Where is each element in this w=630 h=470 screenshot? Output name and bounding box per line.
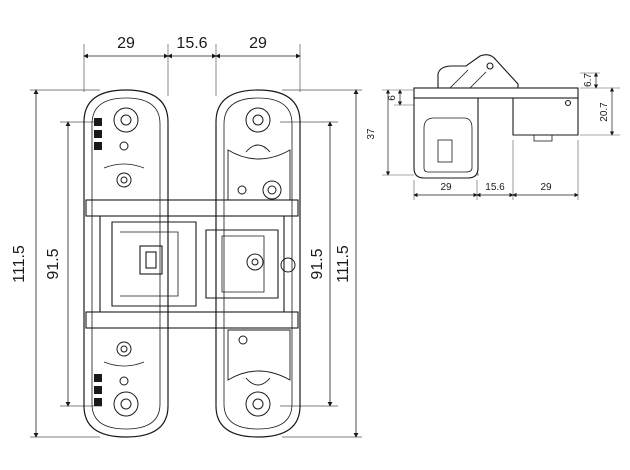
dim-side-bottom-center: 15.6 — [485, 182, 505, 193]
top-extension-lines — [83, 44, 301, 96]
side-view — [382, 54, 620, 200]
dim-side-right-top: 6.7 — [583, 73, 594, 87]
dim-side-bottom-right: 29 — [540, 182, 552, 193]
dim-height-right-inner: 91.5 — [309, 248, 326, 279]
dim-top-left: 29 — [117, 35, 135, 52]
right-body-details — [227, 144, 291, 386]
adjustment-screws — [103, 163, 296, 367]
side-dimension-lines — [385, 72, 615, 198]
dim-height-left-inner: 91.5 — [45, 248, 62, 279]
dim-side-bottom-left: 29 — [440, 182, 452, 193]
front-view — [30, 44, 362, 438]
dim-height-right-outer: 111.5 — [335, 245, 352, 283]
dim-side-left-height: 37 — [366, 128, 377, 140]
side-extension-lines — [382, 72, 620, 200]
side-pivot-arm — [437, 54, 519, 88]
dim-top-center: 15.6 — [176, 35, 207, 52]
left-hinge-body — [83, 89, 169, 438]
dim-top-right: 29 — [249, 35, 267, 52]
central-arm — [85, 199, 299, 329]
dim-side-left-small: 6 — [387, 95, 398, 101]
front-view-labels: 29 15.6 29 111.5 91.5 91.5 111.5 — [11, 35, 352, 283]
left-marking-tabs — [94, 118, 102, 406]
side-right-block — [512, 98, 579, 136]
side-view-labels: 37 6 29 15.6 29 6.7 20.7 — [366, 73, 610, 193]
right-hinge-body — [215, 89, 301, 438]
dim-side-right-height: 20.7 — [599, 102, 610, 122]
side-dimension-lines — [33, 89, 359, 438]
screw-holes — [113, 107, 271, 417]
side-top-plate — [413, 87, 579, 99]
dim-height-left-outer: 111.5 — [11, 245, 28, 283]
